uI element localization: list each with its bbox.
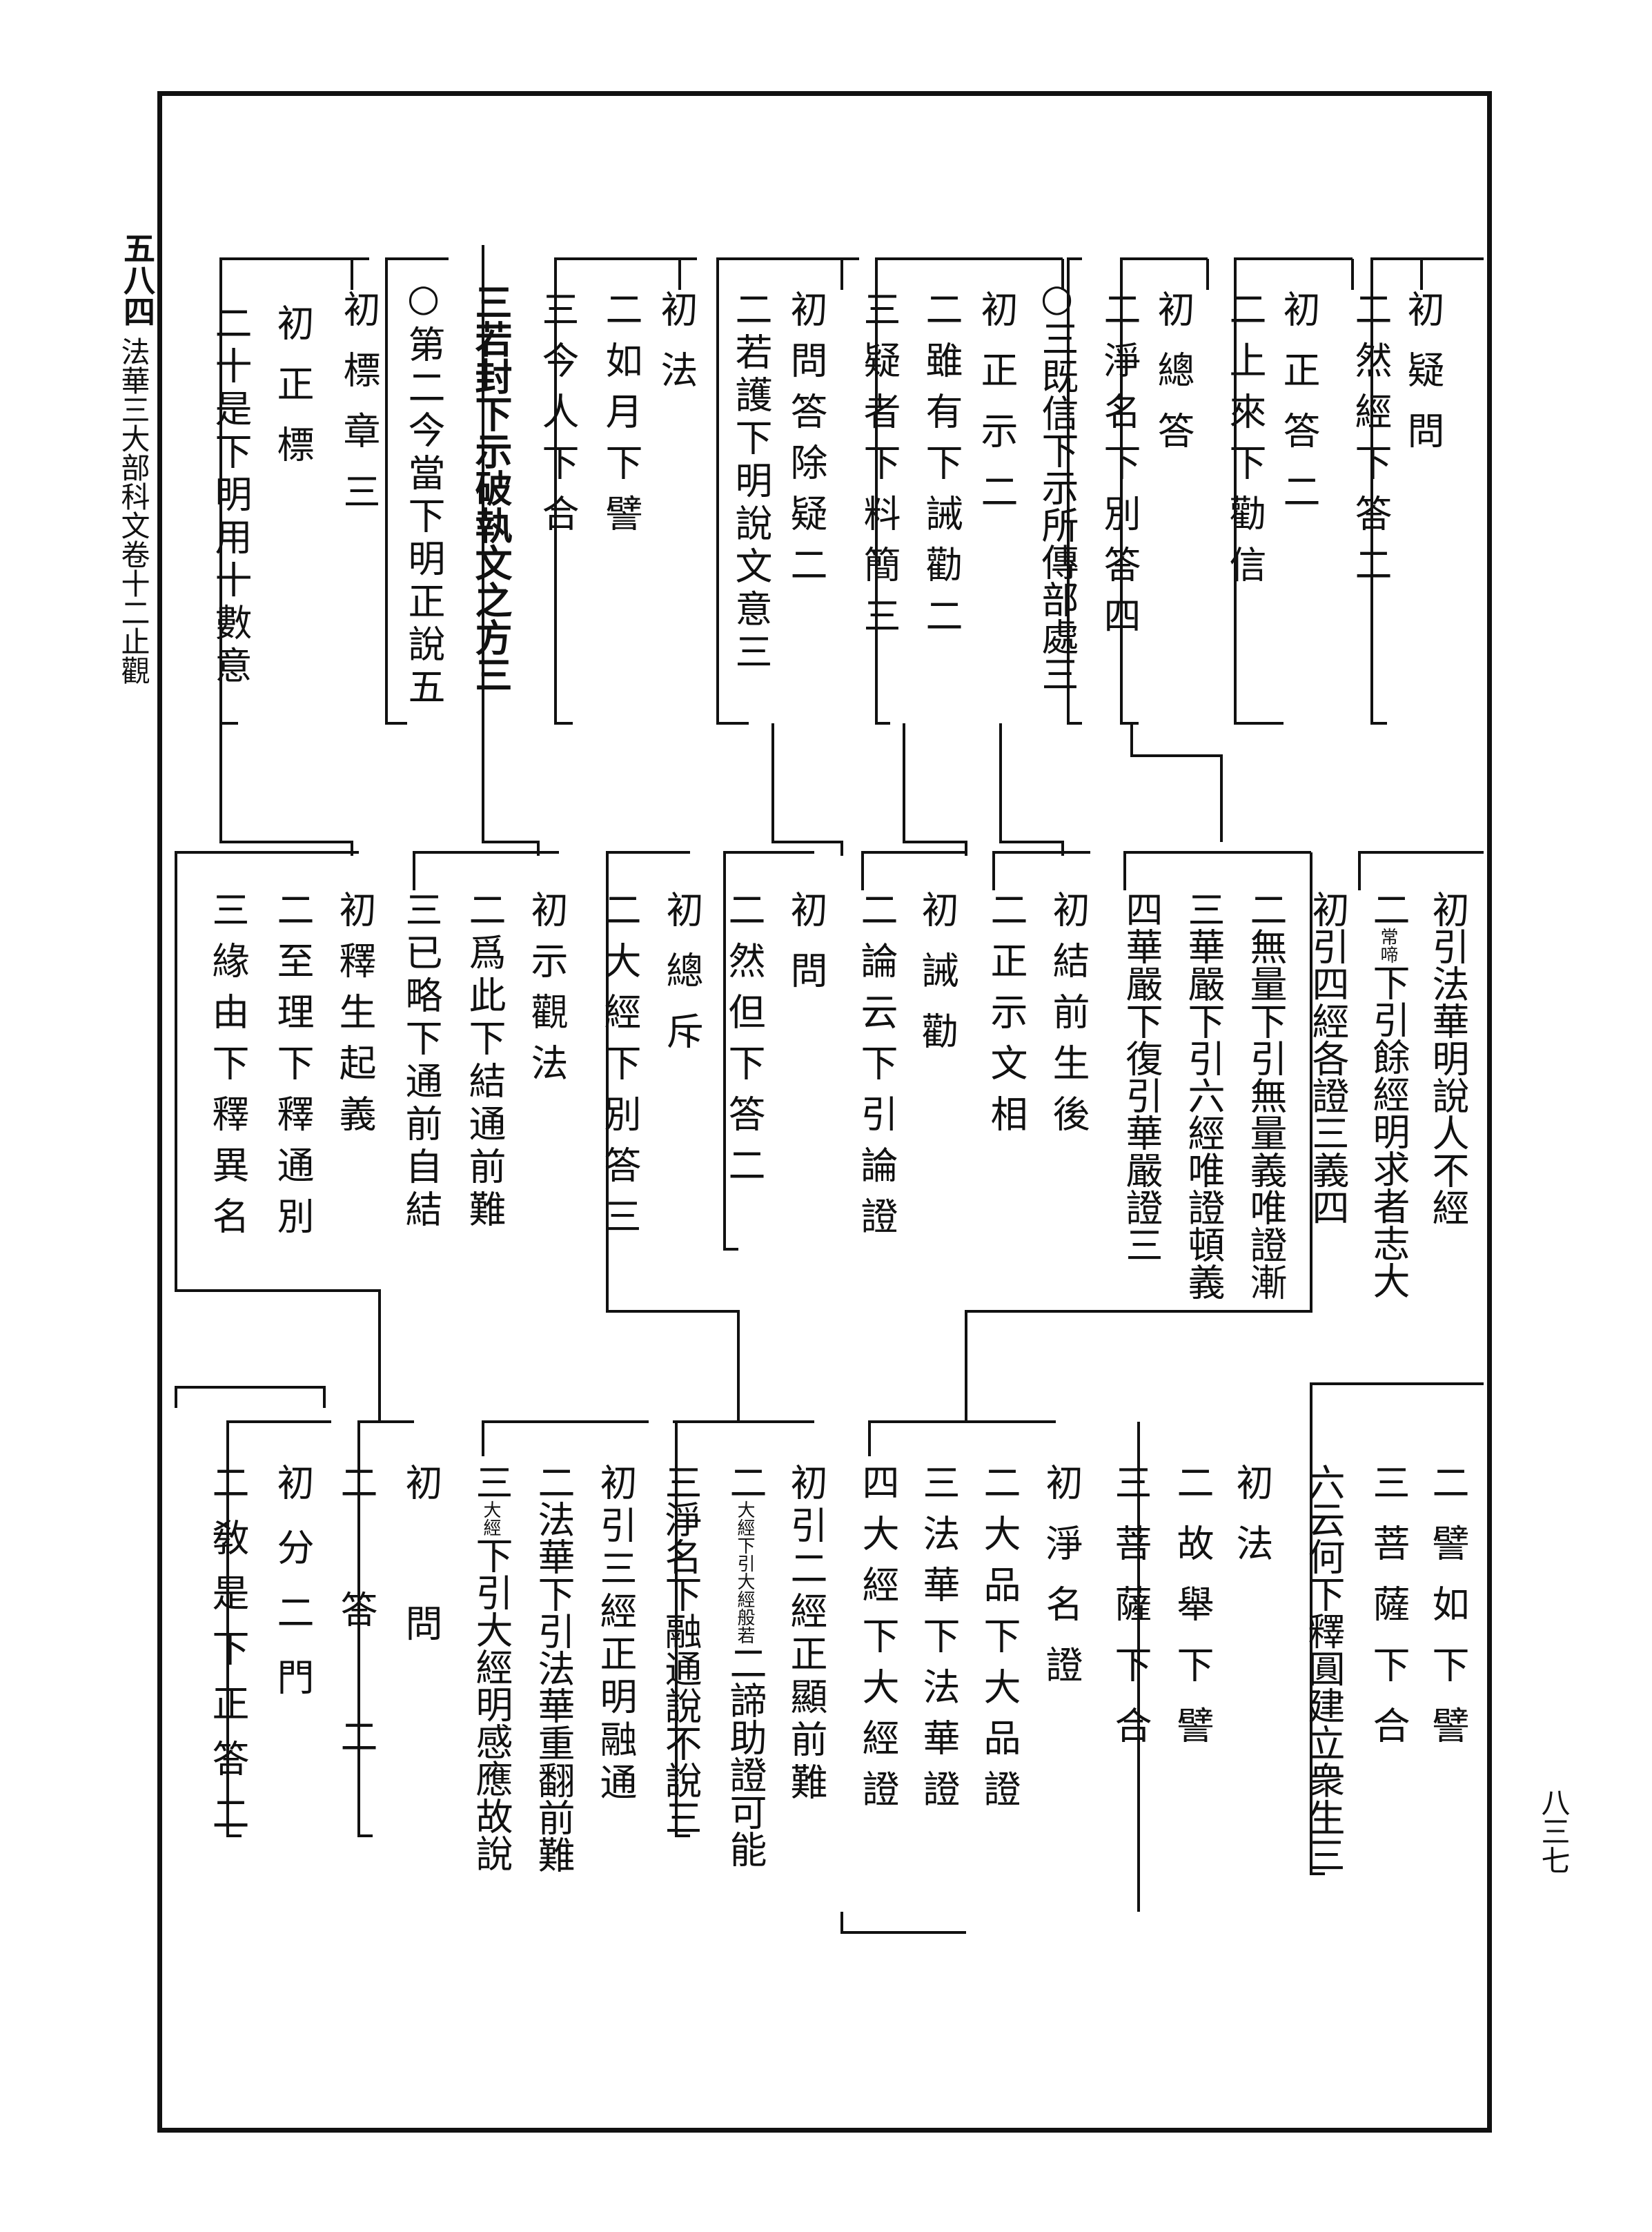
tier1-entry: ○第二今當下明正說五	[402, 276, 445, 710]
tier3-entry: 初淨名證	[1039, 1463, 1083, 1706]
left-margin-page-number: 五八四	[119, 232, 156, 327]
tier2-entry: 初結前生後	[1046, 890, 1090, 1146]
tier3-entry: 二答二	[334, 1463, 377, 1844]
tier2-entry: 初總斥	[660, 890, 703, 1073]
tier3-entry: 三菩薩下合	[1366, 1463, 1410, 1767]
tier1-entry: 初正標	[271, 304, 314, 486]
tier3-entry: 三法華下法華證	[916, 1463, 960, 1821]
tier3-entry: 初法	[1230, 1463, 1273, 1585]
tier1-entry: 初正答二	[1277, 290, 1320, 533]
interlinear-note: 常啼	[1377, 928, 1398, 963]
tier2-entry: 二大經下別答三	[598, 890, 641, 1248]
tier3-entry: 二敎是下正答二	[206, 1463, 249, 1850]
tier2-entry-part: 二	[1366, 890, 1410, 928]
tier1-entry: 三今人下合	[535, 290, 579, 545]
tier2-entry-part: 下引餘經明求者志大	[1366, 963, 1410, 1299]
tier2-entry: 二然但下答二	[722, 890, 765, 1197]
tier3-entry: 二大經下引大經般若二諦助證可能	[723, 1463, 767, 1868]
tier2-entry: 二至理下釋通別	[271, 890, 314, 1248]
tier1-entry: 三若封下示破執文之方三	[469, 283, 513, 693]
tier1-entry: 二雖有下誡勸二	[919, 290, 963, 647]
tier2-entry: 初誡勸	[915, 890, 958, 1073]
tier1-entry: 二若護下明說文意三	[729, 290, 772, 675]
tier1-entry: 初標章三	[337, 290, 380, 533]
tier3-entry: 四大經下大經證	[856, 1463, 899, 1821]
tier2-entry: 初示觀法	[524, 890, 568, 1095]
tier2-entry: 四華嚴下復引華嚴證三	[1119, 890, 1163, 1263]
tier3-entry: 初引二經正顯前難	[784, 1463, 827, 1805]
tier2-entry: 三緣由下釋異名	[206, 890, 249, 1248]
tier1-entry: 初總答	[1151, 290, 1194, 472]
tier2-entry: 初引四經各證三義四	[1306, 890, 1349, 1226]
tier3-entry-part: 下引大經明感應故說	[469, 1536, 513, 1872]
tier3-entry-part: 三	[469, 1463, 513, 1500]
tier3-entry: 二法華下引法華重翻前難	[531, 1463, 575, 1873]
tier3-entry-part: 二	[723, 1463, 767, 1500]
tier1-entry: 二淨名下別答四	[1097, 290, 1141, 647]
tier3-entry: 六云何下釋圓建立衆生三	[1301, 1463, 1345, 1873]
running-title: 法華三大部科文卷十二止觀	[117, 337, 150, 685]
tier2-entry: 二論云下引論證	[854, 890, 898, 1248]
tier2-entry: 二無量下引無量義唯證漸	[1243, 890, 1287, 1300]
tier2-entry: 三華嚴下引六經唯證頓義	[1181, 890, 1225, 1300]
tier1-entry: 初疑問	[1401, 290, 1444, 472]
tier1-entry: 二如月下譬	[599, 290, 642, 545]
interlinear-note: 大經下引大經般若	[734, 1500, 755, 1644]
page-frame	[157, 91, 1492, 2133]
tier1-entry: 二十是下明用十數意	[208, 304, 252, 689]
tier1-entry: 二然經下答二	[1348, 290, 1392, 596]
right-margin-page-number: 八三七	[1537, 1788, 1571, 1874]
tier2-entry: 初問	[784, 890, 827, 1012]
tier2-entry: 二常啼下引餘經明求者志大	[1366, 890, 1410, 1299]
tier2-entry: 二爲此下結通前難	[462, 890, 506, 1233]
tier3-entry: 初問	[399, 1463, 442, 1745]
tier3-entry: 二故舉下譬	[1170, 1463, 1214, 1767]
tier3-entry: 三淨名下融通說不說三	[658, 1463, 702, 1836]
tier1-entry: 三疑者下料簡三	[857, 290, 901, 647]
tier3-entry: 二譬如下譬	[1426, 1463, 1469, 1767]
tier2-entry: 初釋生起義	[333, 890, 376, 1146]
tier2-entry: 三已略下通前自結	[399, 890, 442, 1233]
tier3-entry-part: 二諦助證可能	[723, 1644, 767, 1868]
tier3-entry: 二大品下大品證	[977, 1463, 1021, 1821]
tier1-entry: 初正示二	[974, 290, 1018, 533]
tier3-entry: 初引三經正明融通	[593, 1463, 637, 1805]
tier3-entry: 三大經下引大經明感應故說	[469, 1463, 513, 1872]
tier3-entry: 初分二門	[271, 1463, 314, 1723]
tier1-entry: 二上來下勸信	[1223, 290, 1266, 596]
interlinear-note: 大經	[480, 1500, 501, 1536]
tier1-entry: 初法	[654, 290, 698, 411]
tier2-entry: 初引法華明說人不經	[1426, 890, 1469, 1226]
tier2-entry: 二正示文相	[984, 890, 1027, 1146]
tier1-entry: ○三既信下示所傳部處三	[1035, 276, 1079, 692]
tier3-entry: 三菩薩下合	[1108, 1463, 1152, 1767]
tier1-entry: 初問答除疑二	[784, 290, 827, 596]
